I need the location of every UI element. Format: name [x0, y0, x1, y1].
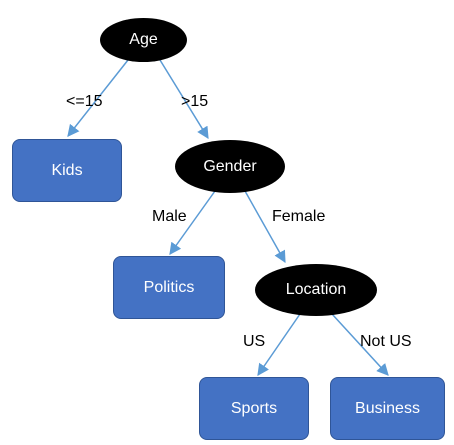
edge-gender-location: [244, 190, 286, 264]
leaf-label: Kids: [51, 161, 83, 179]
leaf-label: Business: [355, 399, 420, 417]
edge-label-gender-male: Male: [152, 208, 187, 225]
edge-label-age-gt15: >15: [181, 93, 209, 110]
edge-label-gender-female: Female: [272, 208, 326, 225]
decision-node-location: Location: [255, 264, 377, 316]
edge-label-age-le15: <=15: [66, 93, 103, 110]
edge-gender-politics: [169, 190, 216, 255]
leaf-node-politics: Politics: [113, 256, 225, 319]
node-label: Age: [129, 31, 158, 48]
leaf-node-business: Business: [330, 377, 445, 440]
decision-node-gender: Gender: [175, 140, 285, 193]
decision-node-age: Age: [100, 18, 187, 62]
leaf-node-kids: Kids: [12, 139, 122, 202]
edge-location-business: [331, 313, 389, 376]
leaf-node-sports: Sports: [199, 377, 309, 440]
edge-location-sports: [257, 313, 301, 376]
node-label: Location: [285, 281, 347, 298]
node-label: Gender: [203, 157, 257, 175]
edge-label-location-not-us: Not US: [360, 333, 412, 350]
edge-age-gender: [159, 59, 209, 140]
edge-age-kids: [67, 59, 129, 137]
edge-label-location-us: US: [243, 333, 266, 350]
leaf-label: Sports: [230, 399, 278, 417]
leaf-label: Politics: [143, 278, 195, 296]
